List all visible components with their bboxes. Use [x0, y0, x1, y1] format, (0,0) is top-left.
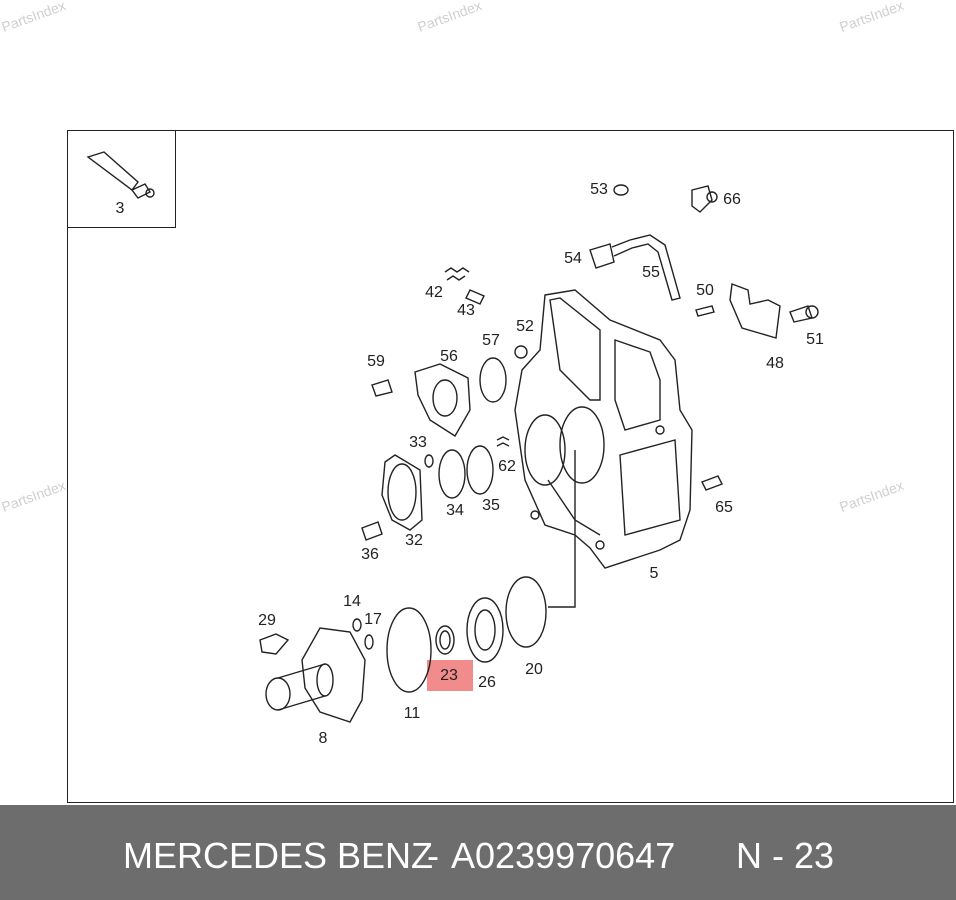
highlight-box: [427, 660, 473, 691]
callout-55: 55: [642, 264, 660, 281]
callout-62: 62: [498, 458, 516, 475]
callout-5: 5: [649, 565, 659, 582]
callout-8: 8: [318, 730, 328, 747]
callout-14: 14: [343, 593, 361, 610]
part-number: A0239970647: [451, 835, 676, 876]
position-label: N - 23: [736, 835, 835, 876]
callout-33: 33: [409, 434, 427, 451]
callout-20: 20: [525, 661, 543, 678]
callout-36: 36: [361, 546, 379, 563]
sealant-tube-drawing: [86, 151, 155, 199]
callout-56: 56: [440, 348, 458, 365]
gear-housing-drawing: [514, 289, 693, 569]
callout-52: 52: [516, 318, 534, 335]
callout-32: 32: [405, 532, 423, 549]
brand-label: MERCEDES BENZ: [123, 835, 434, 876]
callout-65: 65: [715, 499, 733, 516]
callout-59: 59: [367, 353, 385, 370]
callout-50: 50: [696, 282, 714, 299]
callout-23: 23: [440, 667, 458, 684]
separator: -: [427, 835, 439, 876]
callout-53: 53: [590, 181, 608, 198]
callout-17: 17: [364, 611, 382, 628]
inset-box: [67, 130, 176, 228]
callout-29: 29: [258, 612, 276, 629]
callout-26: 26: [478, 674, 496, 691]
callout-35: 35: [482, 497, 500, 514]
callout-66: 66: [723, 191, 741, 208]
callout-42: 42: [425, 284, 443, 301]
callout-54: 54: [564, 250, 582, 267]
leader-line: [548, 450, 576, 608]
callout-43: 43: [457, 302, 475, 319]
callout-48: 48: [766, 355, 784, 372]
callout-11: 11: [403, 705, 421, 722]
callout-3: 3: [115, 200, 125, 217]
callout-51: 51: [806, 331, 824, 348]
callout-57: 57: [482, 332, 500, 349]
callout-34: 34: [446, 502, 464, 519]
footer-bar: [0, 805, 956, 900]
diagram-frame: [67, 130, 954, 803]
